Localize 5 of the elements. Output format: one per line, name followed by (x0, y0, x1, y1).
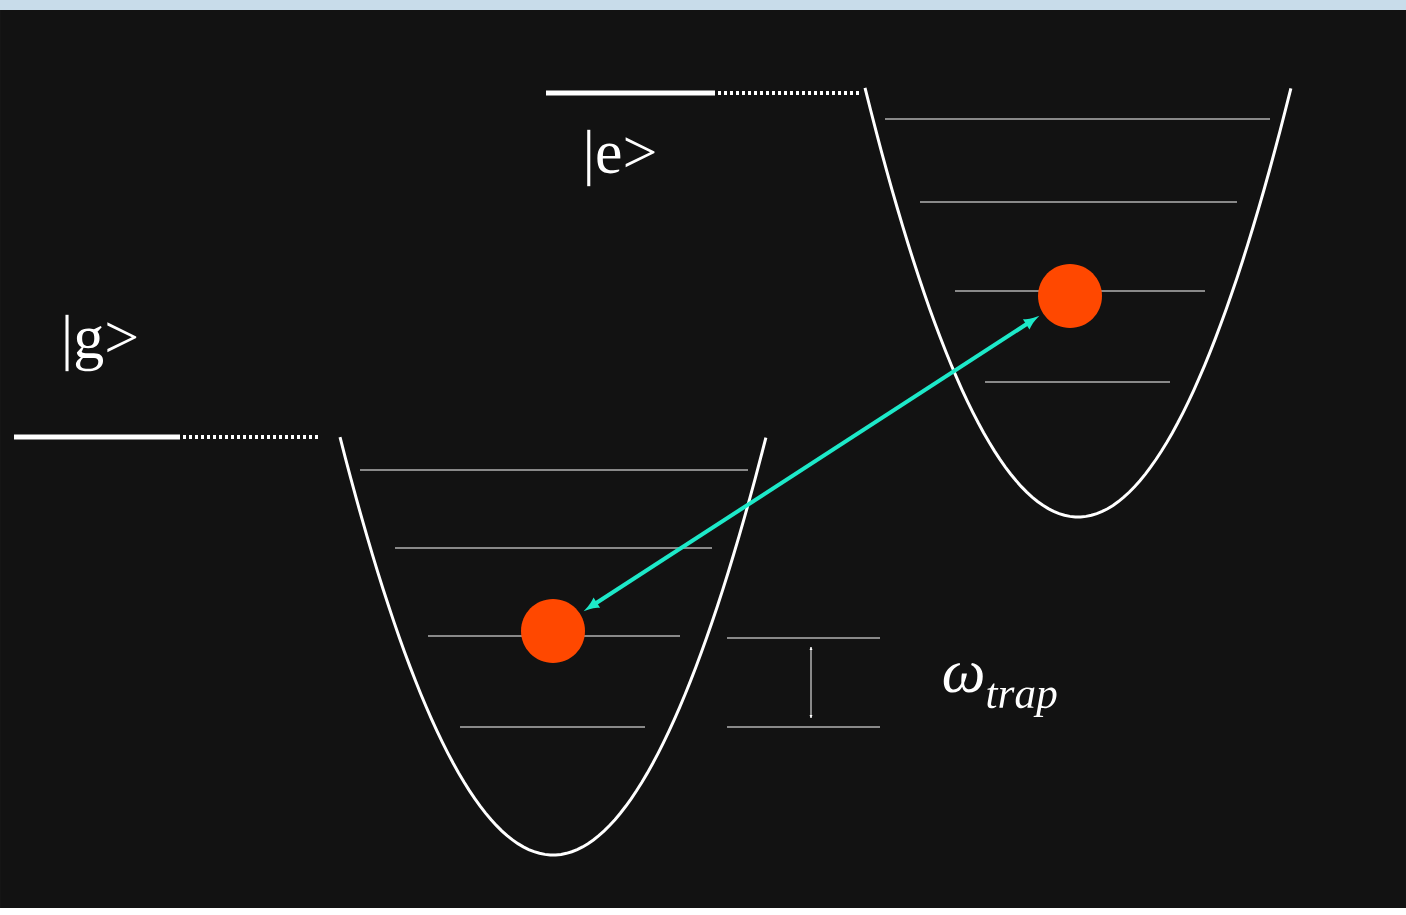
state-label: |g> (65, 314, 137, 372)
ion-dot (521, 599, 585, 663)
state-label: ω$_{trap}$ (943, 662, 1057, 718)
ion-dot (1038, 264, 1102, 328)
state-label: |e> (587, 129, 655, 187)
